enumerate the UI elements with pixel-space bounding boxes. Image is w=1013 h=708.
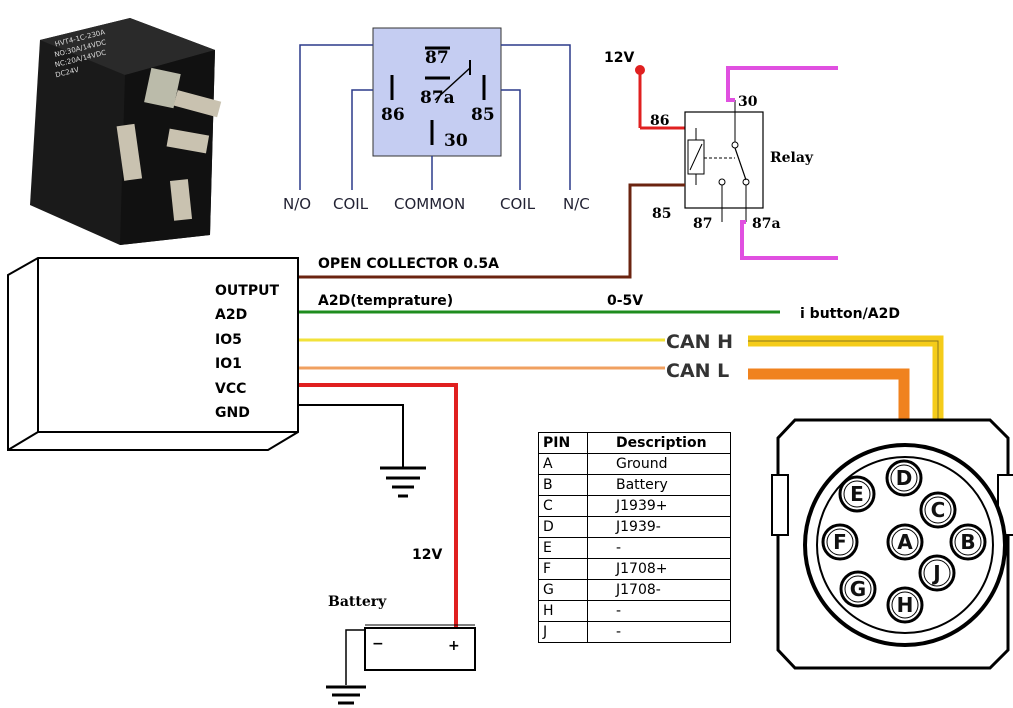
table-cell-pin: H (538, 600, 588, 622)
table-cell-pin: E (538, 537, 588, 559)
table-header-description: Description (587, 432, 731, 454)
relay-label-nc: N/C (563, 195, 590, 213)
device-pin-io1: IO1 (215, 356, 242, 372)
table-cell-description: - (587, 537, 731, 559)
svg-text:D: D (896, 466, 913, 490)
relay-body (684, 111, 764, 209)
table-cell-pin: F (538, 558, 588, 580)
relay-pin-30: 30 (738, 94, 758, 110)
supply-terminal-dot (635, 65, 645, 75)
connector-pin-e: E (838, 475, 876, 513)
device-pin-vcc: VCC (215, 381, 246, 397)
relay-terminal-87: 87 (425, 48, 449, 68)
table-row: E- (538, 537, 731, 559)
table-cell-description: - (587, 600, 731, 622)
relay-label-coil-2: COIL (500, 195, 536, 213)
table-header-pin: PIN (538, 432, 588, 454)
battery-plus: + (448, 638, 460, 654)
diagnostic-connector: D C E F A B G (748, 335, 1013, 670)
connector-pin-h: H (886, 586, 924, 624)
connector-pin-c: C (919, 491, 957, 529)
svg-text:B: B (960, 530, 975, 554)
table-cell-description: J1708+ (587, 558, 731, 580)
wire-gnd (297, 404, 404, 468)
wire-label-vcc-voltage: 12V (412, 547, 442, 563)
table-cell-description: J1939+ (587, 495, 731, 517)
relay-terminal-30: 30 (444, 131, 468, 151)
wire-label-range: 0-5V (607, 293, 643, 309)
ground-symbol (380, 466, 426, 498)
relay-label-no: N/O (283, 195, 311, 213)
table-row: H- (538, 600, 731, 622)
svg-text:E: E (850, 482, 864, 506)
relay-terminal-85: 85 (471, 105, 495, 125)
wire-label-can-h: CAN H (666, 331, 733, 353)
svg-text:J: J (931, 561, 940, 585)
battery-minus: − (372, 636, 384, 652)
table-cell-pin: D (538, 516, 588, 538)
wire-label-can-l: CAN L (666, 360, 729, 382)
connector-pin-j: J (918, 554, 956, 592)
relay-pin-box (372, 27, 502, 157)
tracker-device: OUTPUT A2D IO5 IO1 VCC GND (7, 257, 299, 451)
relay-pin-87: 87 (693, 216, 712, 232)
device-pin-a2d: A2D (215, 307, 247, 323)
svg-text:G: G (850, 577, 866, 601)
table-header-row: PIN Description (538, 432, 731, 454)
table-cell-description: - (587, 621, 731, 643)
table-cell-pin: J (538, 621, 588, 643)
table-cell-description: J1939- (587, 516, 731, 538)
wire-label-open-collector: OPEN COLLECTOR 0.5A (318, 256, 499, 272)
wire-output (297, 183, 685, 279)
relay-supply-label: 12V (604, 50, 634, 66)
battery-title: Battery (328, 594, 387, 610)
table-cell-pin: C (538, 495, 588, 517)
relay-schematic: 12V 86 85 30 87 87a Relay (604, 50, 838, 260)
table-cell-pin: A (538, 453, 588, 475)
relay-terminal-86: 86 (381, 105, 405, 125)
relay-pin-86: 86 (650, 113, 669, 129)
relay-pin-87a: 87a (752, 216, 781, 232)
table-cell-pin: G (538, 579, 588, 601)
relay-terminal-87a: 87a (420, 88, 455, 108)
relay-label-common: COMMON (394, 195, 465, 213)
relay-title: Relay (770, 150, 814, 166)
table-cell-description: Battery (587, 474, 731, 496)
device-pin-output: OUTPUT (215, 283, 279, 299)
connector-pin-a: A (886, 523, 924, 561)
svg-text:A: A (897, 530, 913, 554)
table-cell-description: Ground (587, 453, 731, 475)
battery: Battery − + (326, 594, 476, 705)
connector-pin-d: D (885, 459, 923, 497)
table-cell-pin: B (538, 474, 588, 496)
wire-label-a2d-temperature: A2D(temprature) (318, 293, 453, 309)
battery-body (364, 627, 476, 671)
relay-pin-diagram: 87 87a 86 85 30 N/O COIL COMMON COIL N/C (283, 27, 590, 213)
relay-label-coil-1: COIL (333, 195, 369, 213)
svg-text:C: C (931, 498, 946, 522)
table-cell-description: J1708- (587, 579, 731, 601)
connector-pin-g: G (839, 570, 877, 608)
device-pin-gnd: GND (215, 405, 250, 421)
svg-text:H: H (897, 593, 914, 617)
relay-pin-85: 85 (652, 206, 671, 222)
svg-text:F: F (833, 530, 847, 554)
relay-photo: HVT4-1C-230A NO:30A/14VDC NC:20A/14VDC D… (30, 18, 222, 245)
table-row: J- (538, 621, 731, 643)
connector-pin-b: B (949, 523, 987, 561)
connector-pin-f: F (821, 523, 859, 561)
wire-label-ibutton: i button/A2D (800, 306, 900, 322)
device-pin-io5: IO5 (215, 332, 242, 348)
